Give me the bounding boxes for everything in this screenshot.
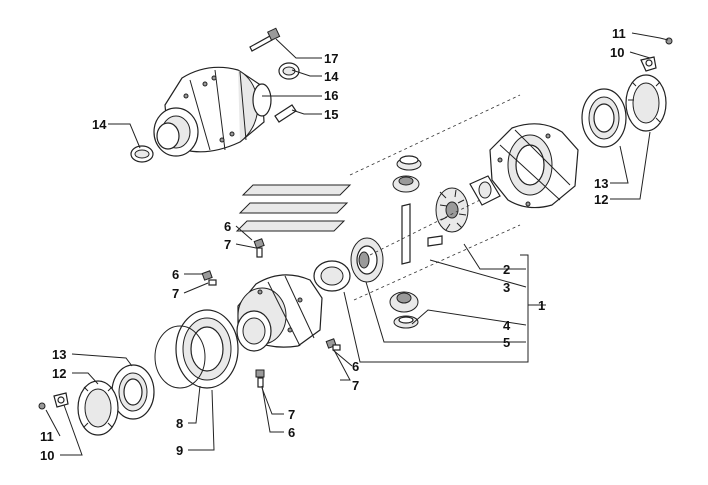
callout-12: 12 bbox=[594, 192, 608, 207]
callout-7: 7 bbox=[288, 407, 295, 422]
spider-pin bbox=[401, 203, 443, 265]
callout-14: 14 bbox=[92, 117, 107, 132]
planet-pinion-top bbox=[392, 175, 420, 193]
seal-ring-left bbox=[130, 145, 154, 163]
side-gear-bottom bbox=[393, 315, 419, 329]
callout-7: 7 bbox=[224, 237, 231, 252]
lock-screw-upper bbox=[665, 37, 673, 45]
callout-8: 8 bbox=[176, 416, 183, 431]
side-gear-top bbox=[396, 155, 422, 171]
ring-carrier-lower bbox=[175, 309, 239, 389]
decorative-stripe-panel bbox=[235, 184, 352, 232]
callout-12: 12 bbox=[52, 366, 66, 381]
callout-7: 7 bbox=[172, 286, 179, 301]
o-ring bbox=[154, 325, 206, 389]
ring-nut-lower bbox=[77, 380, 119, 436]
callout-16: 16 bbox=[324, 88, 338, 103]
callouts: 17 14 16 15 14 11 10 13 12 6 7 6 7 2 3 1… bbox=[40, 26, 626, 463]
callout-6: 6 bbox=[352, 359, 359, 374]
callout-17: 17 bbox=[324, 51, 338, 66]
housing-bolt bbox=[249, 27, 281, 52]
callout-4: 4 bbox=[503, 318, 511, 333]
roller-bearing-upper bbox=[581, 88, 627, 148]
ring-nut-upper bbox=[625, 74, 667, 132]
callout-6: 6 bbox=[288, 425, 295, 440]
callout-10: 10 bbox=[40, 448, 54, 463]
callout-5: 5 bbox=[503, 335, 510, 350]
callout-9: 9 bbox=[176, 443, 183, 458]
leader-lines bbox=[45, 32, 669, 456]
roller-bearing-lower bbox=[111, 364, 155, 420]
thrust-washer-left bbox=[313, 260, 351, 292]
seal-ring-upper bbox=[278, 62, 300, 80]
callout-15: 15 bbox=[324, 107, 338, 122]
grease-nipples bbox=[201, 238, 341, 388]
assembled-housing bbox=[153, 66, 272, 157]
lock-screw-lower bbox=[38, 402, 46, 410]
callout-6: 6 bbox=[172, 267, 179, 282]
callout-1: 1 bbox=[538, 298, 545, 313]
callout-2: 2 bbox=[503, 262, 510, 277]
right-half-housing bbox=[489, 123, 579, 209]
crown-gear-left bbox=[350, 237, 384, 283]
hub-cylinder bbox=[236, 310, 272, 352]
dowel-pin bbox=[274, 104, 297, 123]
callout-11: 11 bbox=[40, 429, 54, 444]
callout-10: 10 bbox=[610, 45, 624, 60]
lock-plate-lower bbox=[53, 392, 69, 408]
lock-plate-upper bbox=[640, 56, 657, 72]
callout-14: 14 bbox=[324, 69, 339, 84]
callout-13: 13 bbox=[594, 176, 608, 191]
callout-13: 13 bbox=[52, 347, 66, 362]
callout-11: 11 bbox=[612, 26, 626, 41]
crown-gear bbox=[435, 187, 469, 233]
assembly-guides bbox=[349, 94, 521, 301]
callout-3: 3 bbox=[503, 280, 510, 295]
callout-7: 7 bbox=[352, 378, 359, 393]
thrust-washer-right bbox=[469, 175, 501, 206]
planet-pinion-bottom bbox=[389, 291, 419, 313]
callout-6: 6 bbox=[224, 219, 231, 234]
